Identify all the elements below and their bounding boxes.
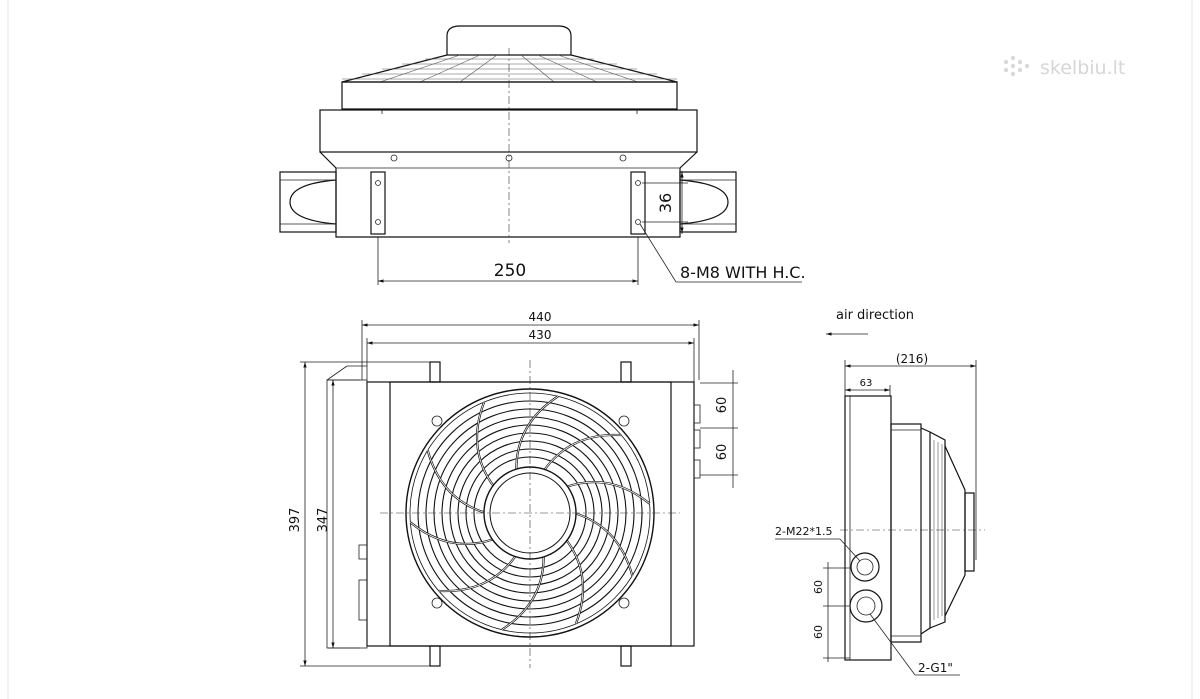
dim-overall-width-label: 440 — [529, 310, 552, 324]
dim-height-label: 36 — [656, 193, 675, 213]
dim-overall-height-label: 397 — [288, 508, 303, 533]
dim-depth-label: (216) — [896, 352, 928, 366]
dim-port-upper-label: 60 — [812, 580, 825, 594]
watermark-text: skelbiu.lt — [1040, 57, 1125, 79]
dim-core-height-label: 347 — [316, 508, 331, 533]
watermark: skelbiu.lt — [1003, 55, 1125, 79]
dim-spacing-label: 250 — [494, 261, 526, 281]
top-view: 250 36 8-M8 WITH H.C. — [279, 25, 806, 285]
air-direction-label: air direction — [836, 308, 914, 323]
bolt-callout-label: 8-M8 WITH H.C. — [680, 263, 806, 282]
side-view: air direction (216) 63 — [775, 308, 985, 676]
dots-logo-icon — [1003, 55, 1030, 77]
dim-bracket-lower-label: 60 — [715, 444, 730, 461]
port-upper-label: 2-M22*1.5 — [775, 525, 832, 538]
dim-bracket-upper-label: 60 — [715, 397, 730, 414]
dim-port-lower-label: 60 — [812, 625, 825, 639]
dim-core-depth-label: 63 — [860, 378, 873, 389]
dim-core-width-label: 430 — [529, 328, 552, 342]
port-lower-label: 2-G1" — [918, 661, 953, 675]
front-view: 440 430 397 347 — [288, 310, 738, 668]
